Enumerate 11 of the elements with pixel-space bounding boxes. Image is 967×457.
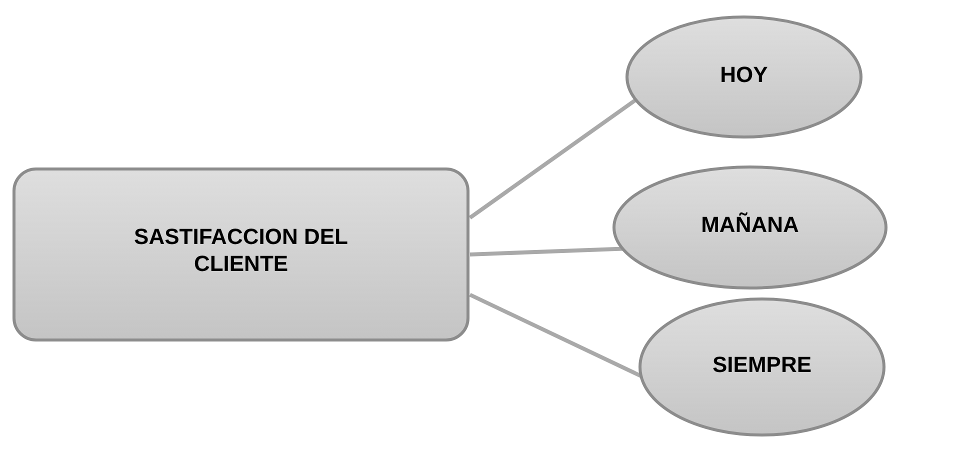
ellipse-node <box>612 165 888 290</box>
node-label: SIEMPRE <box>712 350 812 378</box>
connector-line <box>469 292 642 378</box>
node-label: MAÑANA <box>701 211 799 238</box>
rounded-box <box>12 167 470 342</box>
connector-line <box>468 98 637 220</box>
ellipse-node <box>638 297 886 437</box>
node-label: HOY <box>720 60 768 88</box>
connector-line <box>470 246 623 256</box>
node-label: SASTIFACCION DEL CLIENTE <box>133 222 349 276</box>
ellipse-node <box>625 15 863 139</box>
